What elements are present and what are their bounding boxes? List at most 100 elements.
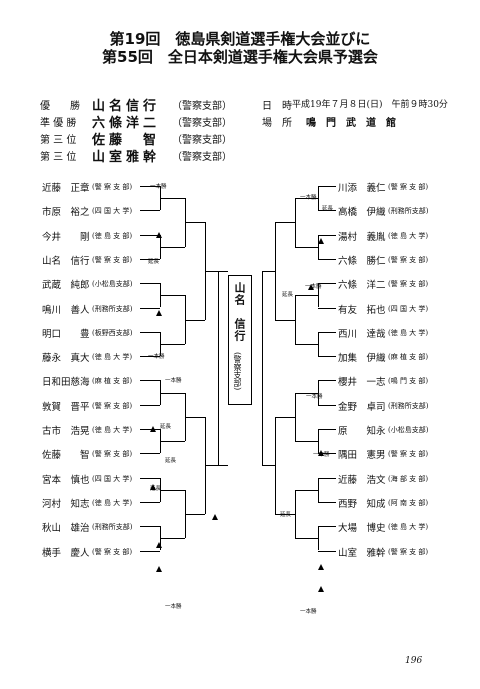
bracket-line <box>218 271 219 466</box>
left-player-aff: (麻 植 支 部) <box>92 377 133 386</box>
right-player-aff: (刑務所支部) <box>388 207 429 216</box>
bracket-line <box>318 404 336 406</box>
right-player-aff: (刑務所支部) <box>388 401 429 410</box>
winner-triangle-icon <box>318 238 324 244</box>
date-value: 平成19年７月８日(日) 午前９時30分 <box>292 100 448 110</box>
bracket-line <box>318 258 336 260</box>
bracket-line <box>205 465 228 467</box>
bracket-line <box>185 514 205 516</box>
right-player-name: 西川 達哉 <box>338 328 386 340</box>
bracket-line <box>318 356 336 358</box>
bracket-line <box>275 222 276 320</box>
right-player-aff: (警 察 支 部) <box>388 547 429 556</box>
bracket-line <box>318 453 336 455</box>
winner-triangle-icon <box>318 564 324 570</box>
bracket-line <box>295 295 296 344</box>
bracket-line <box>318 477 319 502</box>
bracket-line <box>160 489 185 491</box>
bracket-line <box>160 538 185 540</box>
right-player-name: 原 知永 <box>338 426 386 437</box>
bracket-line <box>160 526 161 551</box>
right-player-aff: (警 察 支 部) <box>388 450 429 459</box>
left-player-name: 近藤 正章 <box>42 183 90 194</box>
right-player-name: 近藤 浩文 <box>338 474 386 486</box>
result-name-2: 六條洋二 <box>92 116 161 131</box>
right-player-aff: (海 部 支 部) <box>388 474 429 483</box>
bracket-line <box>295 246 318 248</box>
left-player-aff: (警 察 支 部) <box>92 255 133 264</box>
result-rank-3: 第 三 位 <box>40 135 77 146</box>
bracket-line <box>295 538 318 540</box>
encho-label: 延長 <box>165 458 177 464</box>
result-aff-2: （警察支部） <box>172 118 232 129</box>
bracket-line <box>140 234 160 236</box>
bracket-line <box>160 343 185 345</box>
encho-label: 延長 <box>148 259 160 265</box>
right-player-name: 隅田 憲男 <box>338 450 386 462</box>
bracket-line <box>140 501 160 503</box>
left-player-name: 敦賀 晋平 <box>42 401 90 413</box>
left-player-name: 宮本 慎也 <box>42 474 90 486</box>
right-player-aff: (小松島支部) <box>388 426 429 434</box>
bracket-line <box>318 550 336 552</box>
bracket-line <box>140 258 160 260</box>
bracket-line <box>318 234 319 259</box>
bracket-line <box>205 271 228 273</box>
bracket-line <box>318 186 319 211</box>
bracket-line <box>295 295 318 297</box>
encho-label: 延長 <box>282 292 294 298</box>
result-name-3: 佐藤 智 <box>92 133 161 148</box>
bracket-line <box>318 331 319 357</box>
winner-triangle-icon <box>150 426 156 432</box>
left-player-aff: (板野西支部) <box>92 328 133 337</box>
bracket-line <box>140 210 160 212</box>
winner-triangle-icon <box>318 586 324 592</box>
right-player-aff: (鳴 門 支 部) <box>388 377 429 386</box>
result-rank-2: 準 優 勝 <box>40 118 77 129</box>
left-player-aff: (警 察 支 部) <box>92 183 133 191</box>
result-rank-4: 第 三 位 <box>40 152 77 163</box>
bracket-line <box>295 489 296 539</box>
bracket-line <box>318 283 336 285</box>
bracket-line <box>160 295 185 297</box>
bracket-line <box>318 526 336 528</box>
bracket-line <box>318 429 319 454</box>
winner-triangle-icon <box>156 310 162 316</box>
bracket-line <box>295 392 318 394</box>
right-player-name: 加集 伊織 <box>338 353 386 365</box>
bracket-line <box>295 392 296 442</box>
right-player-name: 湯村 義胤 <box>338 231 386 243</box>
bracket-line <box>295 343 318 345</box>
bracket-line <box>160 392 185 394</box>
left-player-aff: (徳 島 大 学) <box>92 353 133 362</box>
bracket-line <box>140 356 160 358</box>
bracket-line <box>205 222 206 320</box>
left-player-aff: (徳 島 大 学) <box>92 498 133 507</box>
right-player-name: 六條 勝仁 <box>338 255 386 267</box>
left-player-aff: (警 察 支 部) <box>92 401 133 410</box>
bracket-line <box>185 222 205 224</box>
left-player-name: 日和田慈海 <box>42 377 90 389</box>
bracket-line <box>318 380 319 405</box>
result-aff-3: （警察支部） <box>172 135 232 146</box>
place-value: 鳴 門 武 道 館 <box>306 118 396 129</box>
right-player-aff: (四 国 大 学) <box>388 304 429 313</box>
right-player-aff: (徳 島 大 学) <box>388 523 429 532</box>
right-player-aff: (麻 植 支 部) <box>388 353 429 362</box>
bracket-line <box>318 307 336 309</box>
right-player-name: 有友 拓也 <box>338 304 386 316</box>
bracket-line <box>318 186 336 187</box>
bracket-line <box>140 283 160 285</box>
bracket-line <box>318 210 336 212</box>
champion-name: 山名 信行 <box>233 282 246 342</box>
right-player-aff: (警 察 支 部) <box>388 280 429 289</box>
left-player-name: 秋山 雄治 <box>42 523 90 535</box>
right-player-aff: (警 察 支 部) <box>388 183 429 191</box>
bracket-line <box>275 222 295 224</box>
left-player-name: 市原 裕之 <box>42 207 90 219</box>
bracket-line <box>140 380 160 382</box>
encho-label: 延長 <box>322 206 334 212</box>
ippon-label: 一本勝 <box>165 378 182 384</box>
result-name-4: 山室雅幹 <box>92 150 161 165</box>
left-player-aff: (刑務所支部) <box>92 523 133 532</box>
